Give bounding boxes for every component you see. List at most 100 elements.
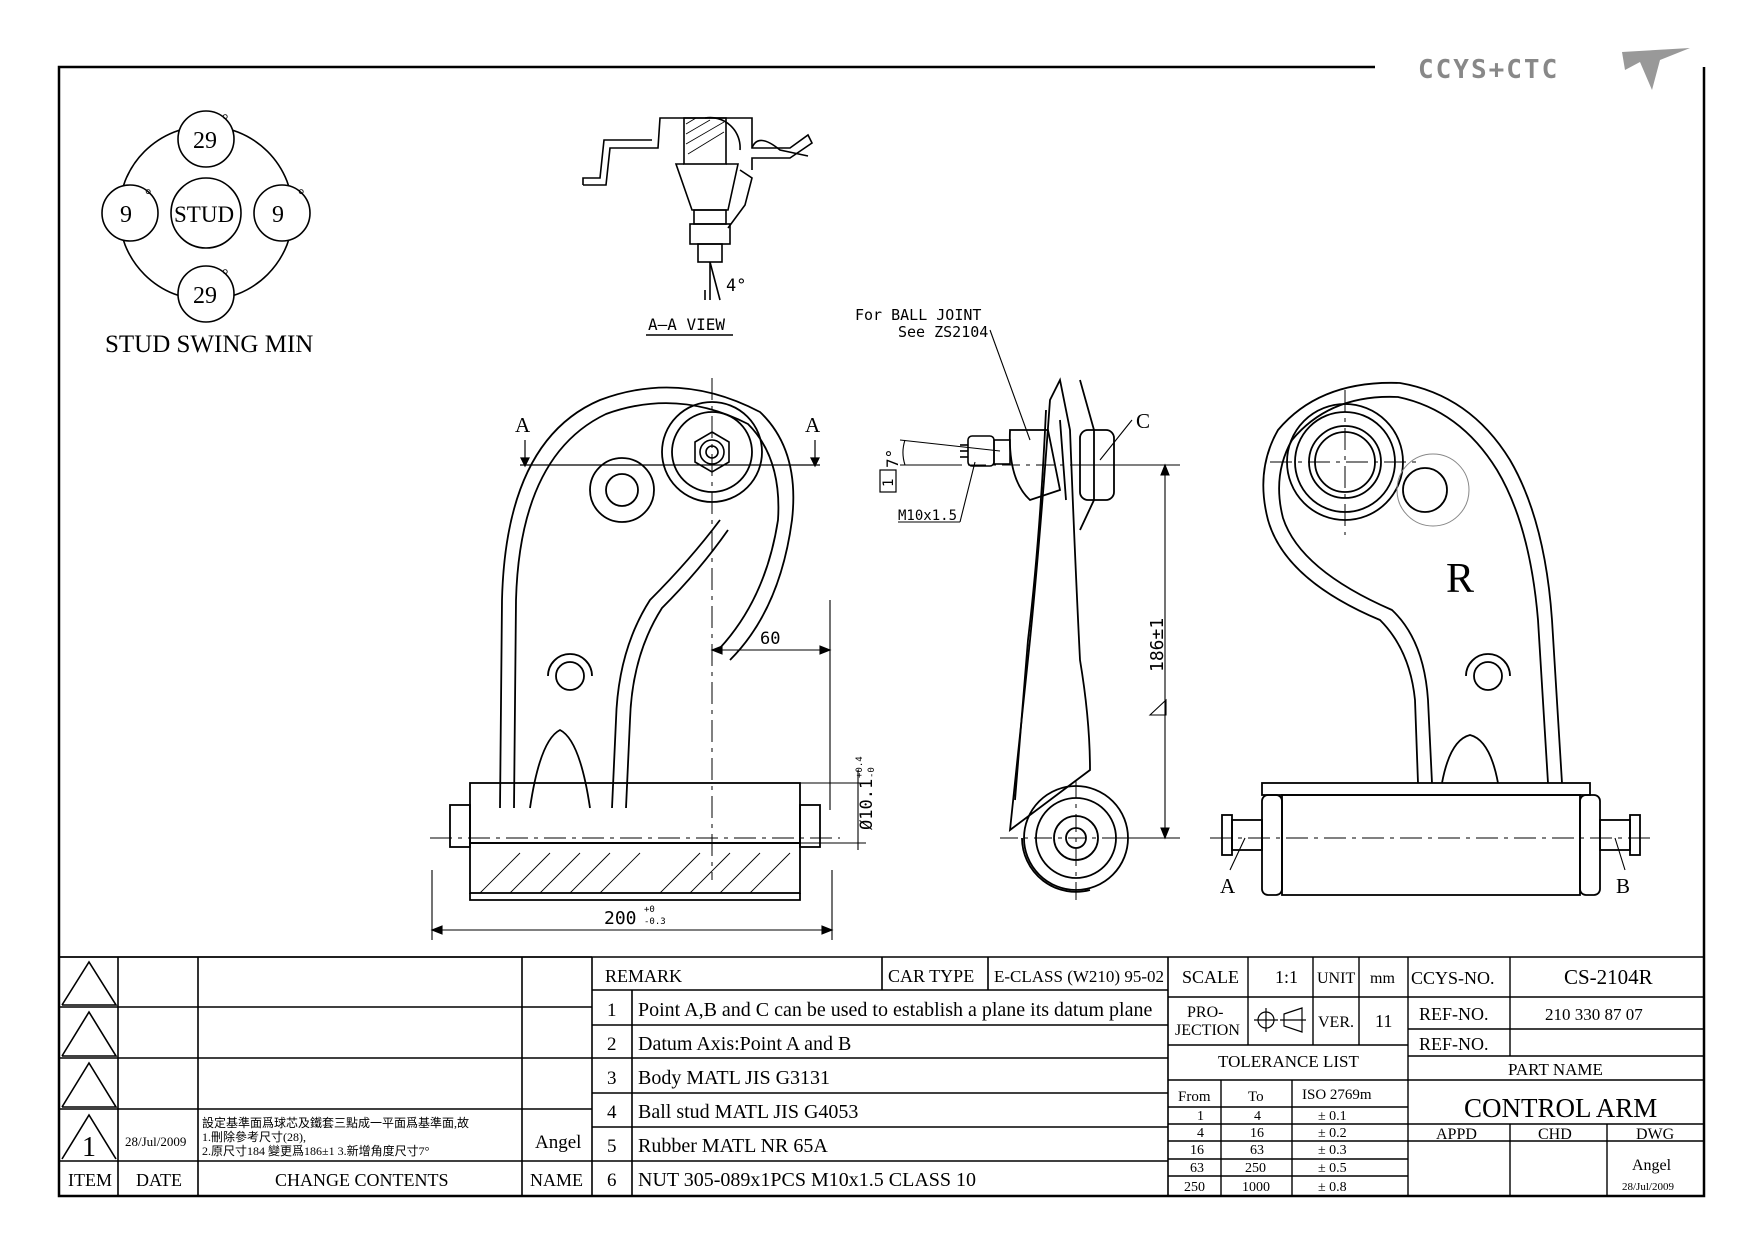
tol-row3-tol: ± 0.3 xyxy=(1318,1143,1347,1158)
swing-top-value: 29 xyxy=(193,128,217,154)
tolerance-title: TOLERANCE LIST xyxy=(1218,1052,1359,1071)
section-mark-right: A xyxy=(805,413,821,437)
side-view-stud xyxy=(960,435,1011,467)
remark-text-3: Body MATL JIS G3131 xyxy=(638,1067,830,1089)
remark-no-4: 4 xyxy=(607,1102,617,1123)
side-view-flag xyxy=(879,469,897,493)
ball-joint-note-line1: For BALL JOINT xyxy=(855,306,981,324)
projection-label-line1: PRO- xyxy=(1187,1004,1223,1021)
specs-table-text: SCALE 1:1 UNIT mm PRO- JECTION VER. 11 T… xyxy=(1175,967,1395,1195)
rev-header-item: ITEM xyxy=(68,1170,112,1190)
rear-point-a: A xyxy=(1220,874,1236,898)
dim-200-tol-upper: +0 xyxy=(644,905,655,915)
side-mark-r: R xyxy=(1446,556,1474,602)
remark-text-5: Rubber MATL NR 65A xyxy=(638,1135,828,1157)
logo-mark-icon xyxy=(1622,48,1690,90)
swing-bottom-value: 29 xyxy=(193,283,217,309)
tol-row1-tol: ± 0.1 xyxy=(1318,1109,1347,1124)
swing-right-value: 9 xyxy=(272,202,284,228)
front-view-dim-60 xyxy=(710,600,832,810)
tol-header-from: From xyxy=(1178,1089,1211,1105)
ref-no-label-2: REF-NO. xyxy=(1419,1034,1489,1054)
section-mark-left: A xyxy=(515,413,531,437)
projection-symbol-icon xyxy=(1254,1007,1306,1033)
rear-view-ghost-circle xyxy=(1396,453,1470,527)
dim-bore-value: Ø10.1 xyxy=(857,779,877,830)
side-view-leaders xyxy=(898,329,1133,523)
stud-swing-diagram xyxy=(101,110,311,323)
tol-row1-from: 1 xyxy=(1197,1109,1204,1124)
remark-text-1: Point A,B and C can be used to establish… xyxy=(638,999,1152,1021)
tol-row5-to: 1000 xyxy=(1242,1180,1270,1195)
remark-text-2: Datum Axis:Point A and B xyxy=(638,1033,851,1055)
rear-view-arm xyxy=(1221,381,1641,896)
front-view-rubber-hatch xyxy=(479,852,791,894)
tol-row3-from: 16 xyxy=(1190,1143,1204,1158)
swing-bottom-degree: ° xyxy=(222,267,228,284)
ball-joint-note-line2: See ZS2104 xyxy=(898,323,988,341)
tol-row4-from: 63 xyxy=(1190,1161,1204,1176)
rear-point-b: B xyxy=(1616,874,1630,898)
side-view-angle: 7° xyxy=(883,449,902,468)
car-type-value: E-CLASS (W210) 95-02 xyxy=(994,967,1164,986)
side-view-arm xyxy=(1008,377,1129,893)
swing-right-degree: ° xyxy=(298,187,304,204)
aa-section-view xyxy=(582,116,814,301)
title-block-text: CCYS-NO. CS-2104R REF-NO. 210 330 87 07 … xyxy=(1411,965,1675,1193)
car-type-label: CAR TYPE xyxy=(888,966,974,986)
rev-header-date: DATE xyxy=(136,1170,182,1190)
dim-bore-tol-upper: +0.4 xyxy=(855,756,865,778)
front-view-centerlines xyxy=(430,378,840,880)
remark-header: REMARK xyxy=(605,966,682,986)
remarks-table-lines xyxy=(59,956,1704,1196)
chd-label: CHD xyxy=(1538,1126,1572,1143)
appd-label: APPD xyxy=(1436,1126,1477,1143)
side-view-angle-dim xyxy=(899,439,1001,466)
tol-row1-to: 4 xyxy=(1254,1109,1261,1124)
dim-186-value: 186±1 xyxy=(1147,618,1168,672)
ccys-no-value: CS-2104R xyxy=(1564,965,1653,989)
tol-row2-to: 16 xyxy=(1250,1126,1264,1141)
unit-label: UNIT xyxy=(1317,970,1355,987)
datum-point-c: C xyxy=(1136,409,1150,433)
aa-view-hatch xyxy=(685,117,725,155)
projection-label-line2: JECTION xyxy=(1175,1022,1240,1039)
tol-row5-from: 250 xyxy=(1184,1180,1205,1195)
part-name-value: CONTROL ARM xyxy=(1464,1093,1657,1123)
remark-no-3: 3 xyxy=(607,1068,617,1089)
rev-date-value: 28/Jul/2009 xyxy=(125,1134,186,1149)
rev-change-line2: 1.刪除參考尺寸(28), xyxy=(202,1129,306,1144)
part-name-label: PART NAME xyxy=(1508,1060,1603,1079)
stud-swing-caption: STUD SWING MIN xyxy=(105,331,313,358)
tol-row2-tol: ± 0.2 xyxy=(1318,1126,1347,1141)
front-view-dim-bore xyxy=(800,770,866,850)
company-logo: CCYS+CTC xyxy=(1418,48,1690,90)
side-view-flag-number: 1 xyxy=(881,479,897,487)
swing-center-label: STUD xyxy=(174,202,234,227)
aa-view-angle: 4° xyxy=(726,276,746,296)
drawing-border xyxy=(57,65,1706,1198)
ref-no-value: 210 330 87 07 xyxy=(1545,1005,1643,1024)
stud-swing-labels: 29 29 9 9 STUD ° ° ° ° STUD SWING MIN xyxy=(105,112,313,358)
logo-text: CCYS+CTC xyxy=(1418,55,1559,85)
rev-header-name: NAME xyxy=(530,1170,583,1190)
scale-label: SCALE xyxy=(1182,967,1239,987)
title-block-lines xyxy=(1408,957,1704,1196)
dim-200-value: 200 xyxy=(604,908,637,929)
rev-change-line3: 2.原尺寸184 變更爲186±1 3.新增角度尺寸7° xyxy=(202,1143,430,1158)
remark-no-5: 5 xyxy=(607,1136,617,1157)
rear-view-centerlines xyxy=(1210,390,1650,839)
rev-name-value: Angel xyxy=(535,1132,581,1153)
swing-left-degree: ° xyxy=(145,187,151,204)
dim-60-value: 60 xyxy=(760,629,780,649)
version-label: VER. xyxy=(1318,1014,1354,1031)
ccys-no-label: CCYS-NO. xyxy=(1411,968,1495,988)
thread-spec: M10x1.5 xyxy=(898,508,957,524)
unit-value: mm xyxy=(1370,970,1395,987)
tol-row3-to: 63 xyxy=(1250,1143,1264,1158)
scale-value: 1:1 xyxy=(1275,967,1298,987)
remarks-table-text: REMARK CAR TYPE E-CLASS (W210) 95-02 1 P… xyxy=(605,966,1164,1191)
tol-row5-tol: ± 0.8 xyxy=(1318,1180,1347,1195)
side-view-dim-186 xyxy=(1080,463,1180,840)
